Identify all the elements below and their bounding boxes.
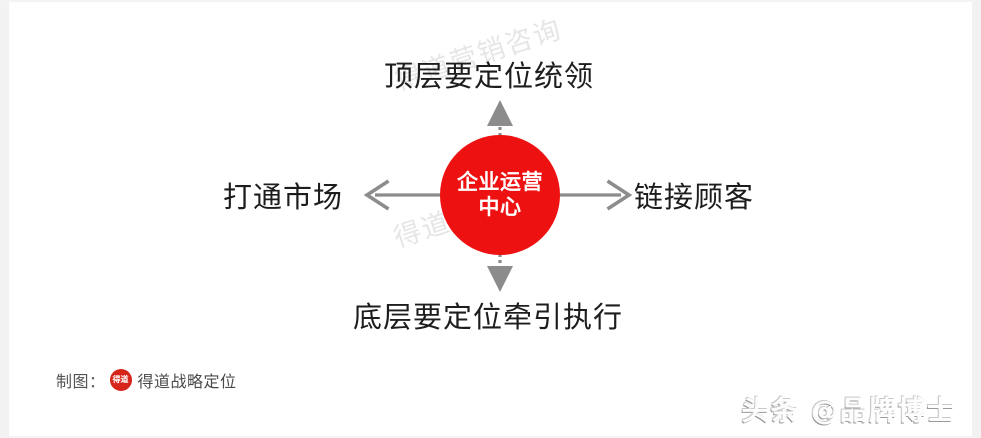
center-node: 企业运营 中心 <box>440 135 560 255</box>
up-arrow-head-icon <box>487 100 513 126</box>
right-arrow-head-icon <box>606 179 633 211</box>
label-bottom: 底层要定位牵引执行 <box>353 300 624 334</box>
down-arrow-head-icon <box>487 266 513 292</box>
diagram-stage: 得道营销咨询 得道营销咨询 企业运营 中心 顶层要定位统领 打通市场 链接顾客 … <box>9 2 972 436</box>
credit-line: 制图： 得道 得道战略定位 <box>56 368 237 392</box>
dedao-logo-icon: 得道 <box>109 369 132 391</box>
label-right: 链接顾客 <box>634 180 755 214</box>
credit-prefix: 制图： <box>56 372 106 391</box>
credit-name: 得道战略定位 <box>137 372 237 391</box>
center-node-line-1: 企业运营 <box>457 170 543 195</box>
label-top: 顶层要定位统领 <box>384 59 595 93</box>
label-left: 打通市场 <box>223 180 344 214</box>
left-arrow-head-icon <box>363 179 390 211</box>
center-node-line-2: 中心 <box>478 195 522 219</box>
brand-watermark: 头条 @品牌博士 <box>741 396 956 427</box>
